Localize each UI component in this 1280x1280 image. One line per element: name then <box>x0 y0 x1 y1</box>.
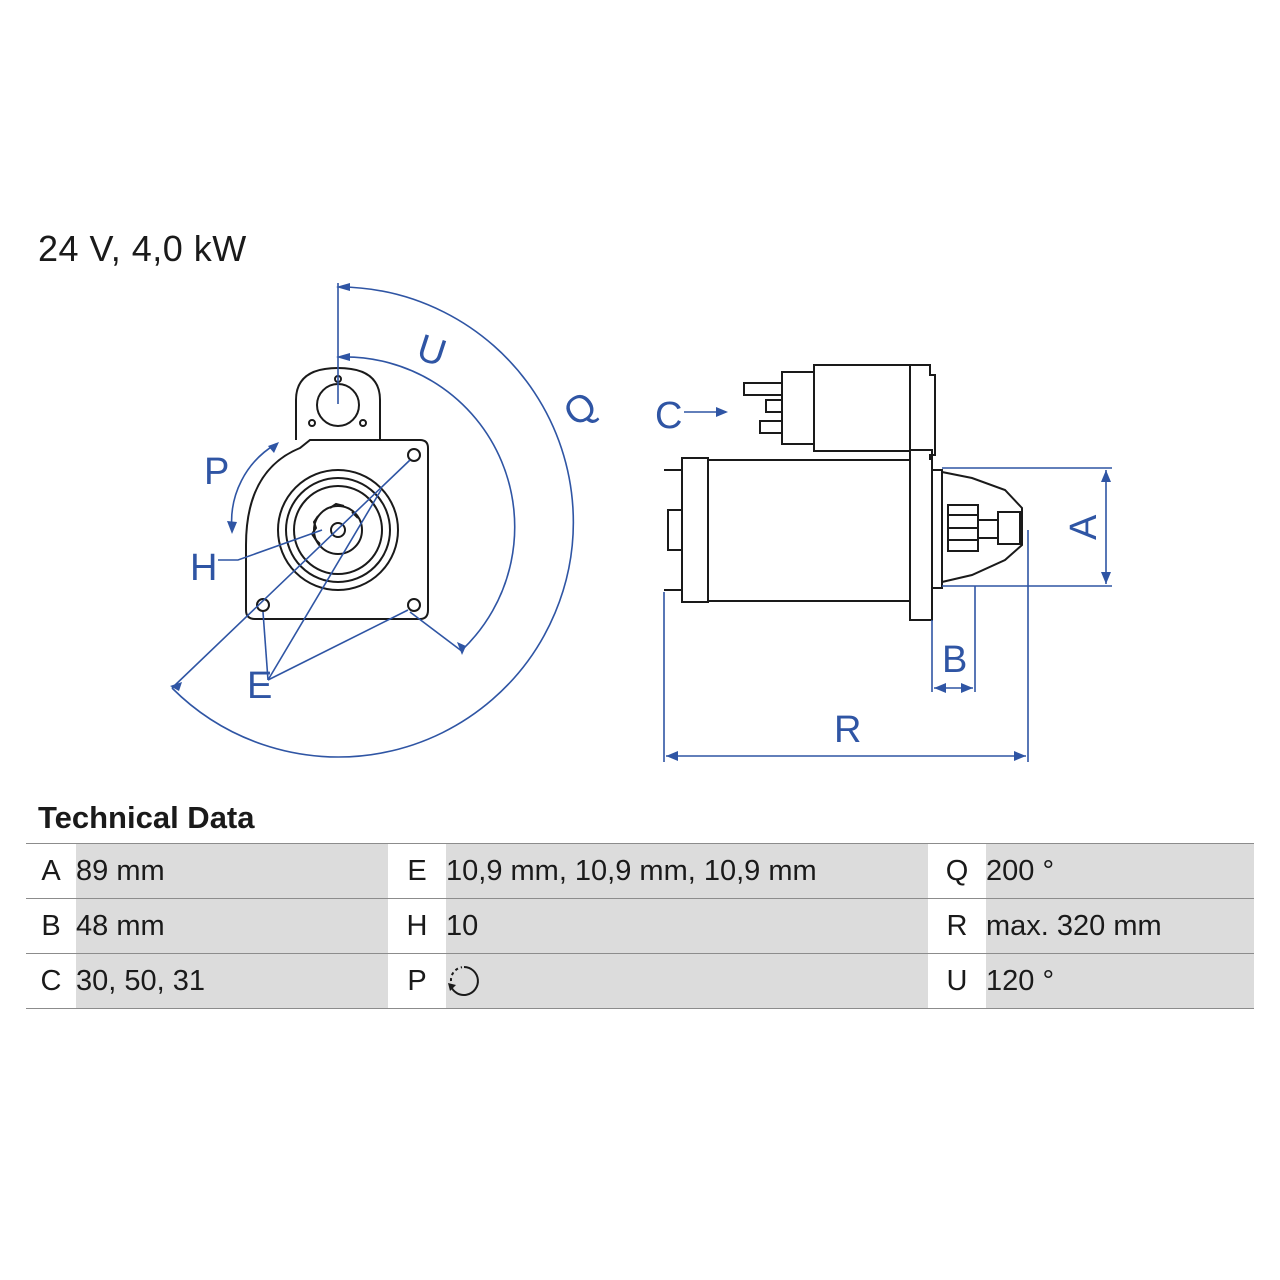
end-cap <box>681 457 709 603</box>
label-p: P <box>204 451 229 493</box>
nose-outer <box>277 469 399 591</box>
motor-yoke <box>707 459 911 602</box>
starter-motor-drawing: U Q P H E C A B R <box>170 283 1112 762</box>
solenoid-body <box>813 364 911 452</box>
spec-value: 48 mm <box>76 898 388 954</box>
side-view <box>664 364 1023 621</box>
flange-plate <box>245 439 429 620</box>
spec-key: H <box>388 898 446 954</box>
side-view-arrowheads <box>666 407 1111 761</box>
side-view-dimensions <box>663 411 1112 762</box>
ear-hole-left <box>308 419 316 427</box>
spec-key: B <box>26 898 76 954</box>
end-cap-boss <box>667 509 683 551</box>
spec-value: 200 ° <box>986 843 1254 899</box>
label-b: B <box>942 639 967 681</box>
spec-value: max. 320 mm <box>986 898 1254 954</box>
spec-value: 30, 50, 31 <box>76 953 388 1009</box>
terminal-top <box>743 382 783 396</box>
label-a: A <box>1063 514 1105 540</box>
mounting-flange <box>909 449 933 621</box>
flange-hole-top-right <box>407 448 421 462</box>
front-view-dimensions <box>171 283 575 758</box>
terminal-bottom <box>759 420 783 434</box>
spec-value-p <box>446 953 928 1009</box>
shaft-end <box>977 519 999 539</box>
dimension-u-arc <box>339 356 516 651</box>
label-e: E <box>247 665 272 707</box>
label-c: C <box>655 395 682 437</box>
front-view-arrowheads <box>170 283 466 691</box>
technical-data-table: A 89 mm E 10,9 mm, 10,9 mm, 10,9 mm Q 20… <box>26 843 1254 1009</box>
spec-key: U <box>928 953 986 1009</box>
dimension-q-arc <box>171 286 575 758</box>
flange-hole-bottom-right <box>407 598 421 612</box>
label-r: R <box>834 709 861 751</box>
spec-key: P <box>388 953 446 1009</box>
nose-inner <box>285 477 391 583</box>
label-q: Q <box>556 384 604 435</box>
front-view <box>245 366 429 620</box>
spec-value: 120 ° <box>986 953 1254 1009</box>
page-title: 24 V, 4,0 kW <box>38 228 247 269</box>
drive-nose <box>941 471 1023 583</box>
spec-key: E <box>388 843 446 899</box>
table-row: C 30, 50, 31 P U 120 ° <box>26 953 1254 1009</box>
solenoid-bracket <box>910 364 936 460</box>
shaft-tip <box>997 511 1021 545</box>
flange-hole-bottom-left <box>256 598 270 612</box>
flange-collar <box>931 469 943 589</box>
spec-key: C <box>26 953 76 1009</box>
pinion-teeth <box>310 502 359 545</box>
spec-value: 89 mm <box>76 843 388 899</box>
pinion-shaft <box>330 522 346 538</box>
spec-value: 10,9 mm, 10,9 mm, 10,9 mm <box>446 843 928 899</box>
label-u: U <box>412 327 451 375</box>
terminal-middle <box>765 399 783 413</box>
spec-value: 10 <box>446 898 928 954</box>
spec-key: Q <box>928 843 986 899</box>
solenoid-cap <box>781 371 815 445</box>
rotation-direction-icon <box>448 966 479 996</box>
dimension-p-arc <box>230 443 277 531</box>
spec-key: R <box>928 898 986 954</box>
nose-ring <box>293 485 383 575</box>
section-title: Technical Data <box>38 800 255 835</box>
table-row: B 48 mm H 10 R max. 320 mm <box>26 898 1254 954</box>
spec-key: A <box>26 843 76 899</box>
label-h: H <box>190 547 217 589</box>
table-row: A 89 mm E 10,9 mm, 10,9 mm, 10,9 mm Q 20… <box>26 843 1254 899</box>
ear-hole-right <box>359 419 367 427</box>
